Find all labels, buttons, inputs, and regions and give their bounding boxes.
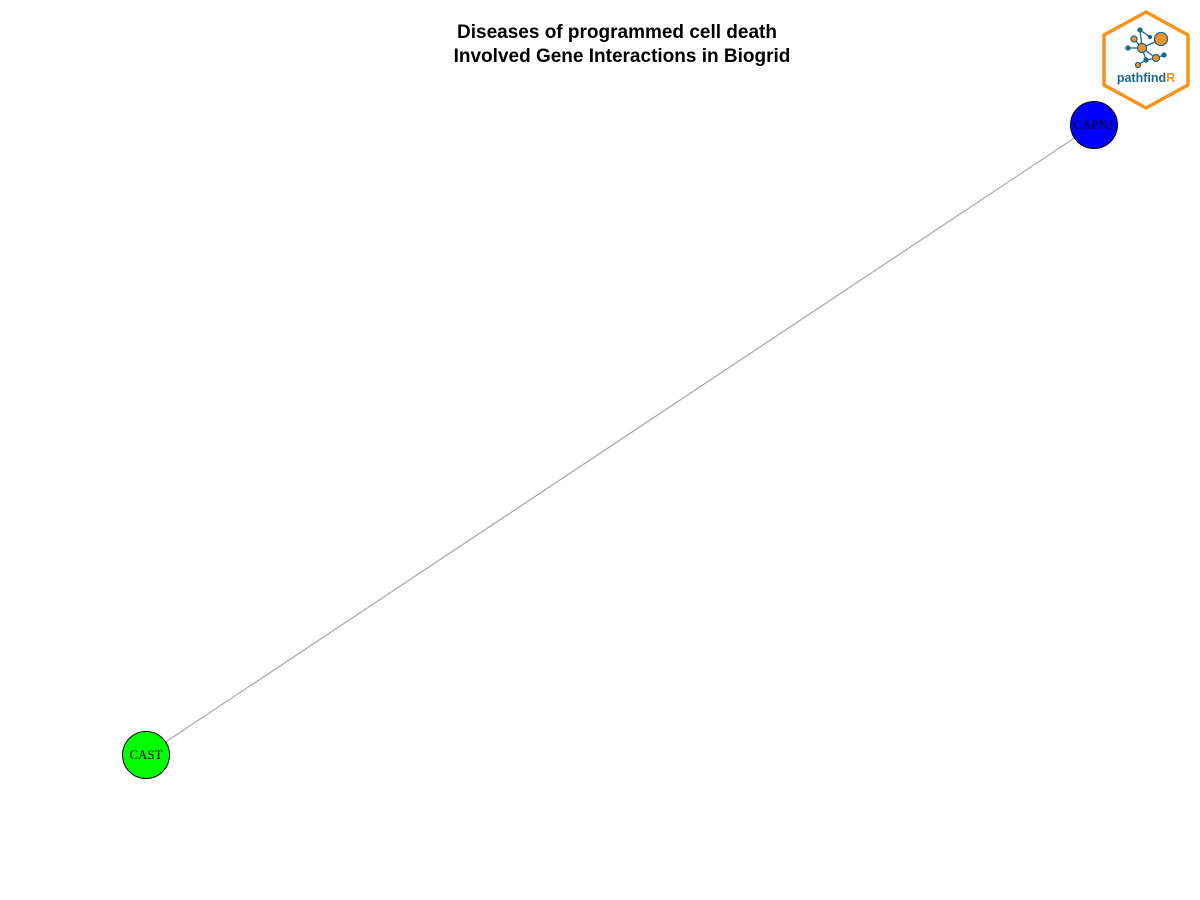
title-line-1: Diseases of programmed cell death <box>457 22 777 43</box>
node-cast-circle <box>122 731 170 779</box>
edge-capn1-cast <box>145 124 1095 756</box>
title-line-2: Involved Gene Interactions in Biogrid <box>454 46 791 67</box>
pathfindr-logo: pathfindR <box>1102 10 1190 110</box>
logo-network-icon <box>1125 27 1169 69</box>
node-cast: CAST <box>122 731 170 779</box>
node-capn1-label: CAPN1 <box>1073 117 1114 132</box>
node-capn1: CAPN1 <box>1070 101 1118 149</box>
node-capn1-circle <box>1070 101 1118 149</box>
logo-text: pathfindR <box>1117 71 1175 85</box>
node-cast-label: CAST <box>129 747 162 762</box>
